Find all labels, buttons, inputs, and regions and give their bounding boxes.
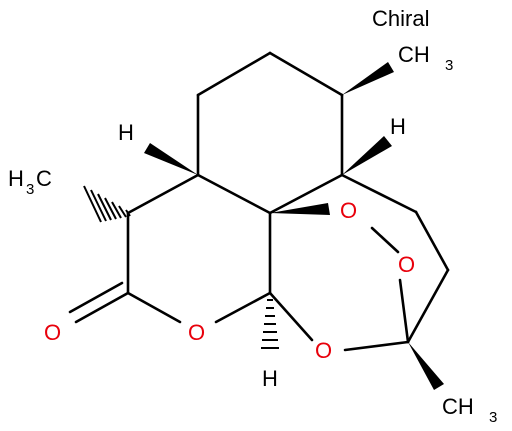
bond [126,173,200,215]
oxygen-acetal: O [315,338,332,363]
oxygen-peroxide-upper: O [340,198,357,223]
bond [268,51,344,97]
bond [68,281,124,314]
oxygen-carbonyl: O [44,320,61,345]
bond [340,173,418,214]
bond [126,291,182,324]
wedge-bond [342,62,394,95]
hydrogen-upper-left: H [118,120,134,145]
bond [268,173,344,215]
bond [414,210,450,272]
methyl-top-label: CH [398,42,430,67]
hashed-bond [261,299,279,349]
wedge-bond [144,143,198,175]
methyl-left-subscript: 3 [26,181,34,198]
bond [406,268,450,344]
wedge-bond [342,136,392,175]
bond [196,51,272,97]
bond [74,291,130,324]
hashed-bond [83,185,131,223]
methyl-bottom-label: CH [442,394,474,419]
methyl-left-h: H [8,166,24,191]
bond [196,173,272,215]
bond [268,291,314,342]
bond [343,340,410,352]
wedge-bond [270,203,330,215]
bond [214,291,272,324]
oxygen-peroxide-lower: O [398,252,415,277]
chiral-label: Chiral [372,6,429,31]
hydrogen-lower: H [262,366,278,391]
bond [398,278,410,344]
wedge-bond [408,342,444,390]
methyl-left-c: C [36,166,52,191]
hydrogen-upper-right: H [390,114,406,139]
bond-network [68,51,450,390]
bond [370,226,400,254]
oxygen-lactone: O [188,320,205,345]
methyl-top-subscript: 3 [445,57,453,74]
methyl-bottom-subscript: 3 [489,409,497,426]
